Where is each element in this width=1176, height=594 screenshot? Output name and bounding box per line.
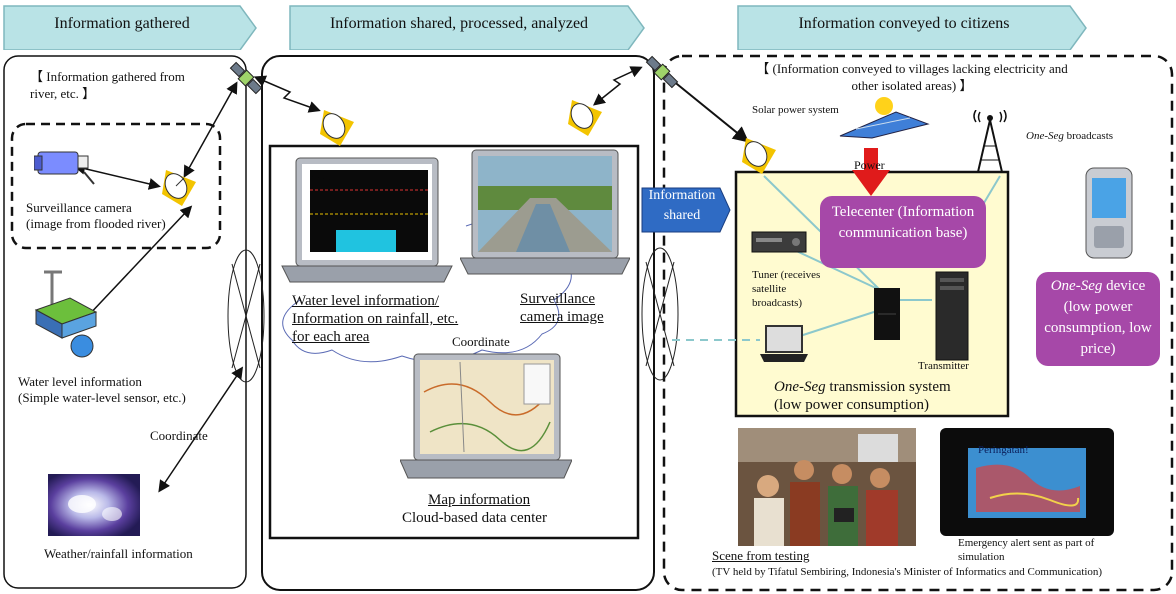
satellite-icon <box>229 61 263 95</box>
map-info-label: Map information <box>428 492 531 508</box>
left-panel-frame <box>3 55 247 589</box>
right-panel-frame <box>662 54 1174 592</box>
laptop-map <box>400 353 572 479</box>
header-arrow-shared <box>289 5 645 50</box>
tuner-device-icon <box>751 231 807 253</box>
water-level-label: Water level information <box>18 374 142 389</box>
data-center-box <box>268 144 640 540</box>
isolated-areas-note: 【 (Information conveyed to villages lack… <box>756 61 1068 93</box>
pc-tower-icon <box>935 271 969 361</box>
weather-label: Weather/rainfall information <box>44 546 193 561</box>
laptop-small-icon <box>760 325 808 362</box>
transmitter-unit-icon <box>874 288 900 340</box>
info-shared-arrow <box>641 187 731 233</box>
camera-sublabel: (image from flooded river) <box>26 216 166 231</box>
arrow-dish-satellite <box>183 81 238 178</box>
header-arrow-conveyed <box>737 5 1087 50</box>
river-note: 【 Information gathered from river, etc. … <box>30 69 185 101</box>
center-panel-frame <box>261 55 655 591</box>
info-shared-label: Information shared <box>648 188 716 223</box>
header-gathered: Information gathered <box>54 15 190 32</box>
header-conveyed: Information conveyed to citizens <box>798 15 1010 32</box>
tx-system-sublabel: (low power consumption) <box>774 397 929 413</box>
telecenter-label: Telecenter (Information communication ba… <box>820 196 986 268</box>
coordinate-label-left: Coordinate <box>150 428 208 443</box>
transmitter-label: Transmitter <box>918 360 969 372</box>
camera-image-label: Surveillance camera image <box>520 291 604 325</box>
laptop-camera-image <box>460 149 630 275</box>
emergency-alert-photo <box>940 428 1114 536</box>
scene-label: Scene from testing <box>712 548 810 563</box>
surveillance-camera-icon <box>34 151 95 185</box>
alert-screen-text: Peringatan! <box>978 444 1029 456</box>
laptop-water-level <box>281 157 453 283</box>
camera-label: Surveillance camera <box>26 200 132 215</box>
oneseg-phone-icon <box>1085 167 1133 259</box>
satellite-dish-icon <box>568 100 602 136</box>
testing-scene-photo <box>738 428 916 546</box>
oneseg-broadcasts-label: One-Seg broadcasts <box>1026 130 1114 142</box>
satellite-dish-icon <box>320 110 354 146</box>
broadcast-tower-icon <box>973 110 1007 173</box>
oneseg-device-box: One-Seg device (low power consumption, l… <box>1036 272 1160 366</box>
scene-sublabel: (TV held by Tifatul Sembiring, Indonesia… <box>712 566 1103 578</box>
tx-system-label: One-Seg transmission system <box>774 379 951 395</box>
header-arrow-gathered <box>3 5 257 50</box>
cloud-data-center-label: Cloud-based data center <box>402 510 547 526</box>
satellite-dish-icon <box>162 170 196 206</box>
solar-panel-icon <box>839 97 930 139</box>
link-ellipse-right <box>641 247 679 381</box>
arrow-camera-dish <box>73 162 161 190</box>
power-label: Power <box>854 158 885 172</box>
water-level-sensor-icon <box>34 270 98 358</box>
water-level-sublabel: (Simple water-level sensor, etc.) <box>18 390 186 405</box>
satellite-icon <box>645 55 679 89</box>
header-arrows <box>3 5 1087 50</box>
header-shared: Information shared, processed, analyzed <box>329 15 589 32</box>
arrow-weather <box>158 366 244 493</box>
power-arrow-shaft <box>864 148 878 172</box>
water-level-info-label: Water level information/ Information on … <box>292 293 459 345</box>
power-arrow-head <box>852 170 890 196</box>
coordinate-label-center: Coordinate <box>452 334 510 349</box>
arrow-dish-water <box>83 205 193 321</box>
weather-satellite-image <box>48 474 140 536</box>
alert-label: Emergency alert sent as part of simulati… <box>958 537 1095 563</box>
link-ellipse-left <box>227 249 265 383</box>
solar-label: Solar power system <box>752 104 839 116</box>
satellite-dish-icon <box>742 138 776 174</box>
tuner-label: Tuner (receives satellite broadcasts) <box>752 269 821 309</box>
